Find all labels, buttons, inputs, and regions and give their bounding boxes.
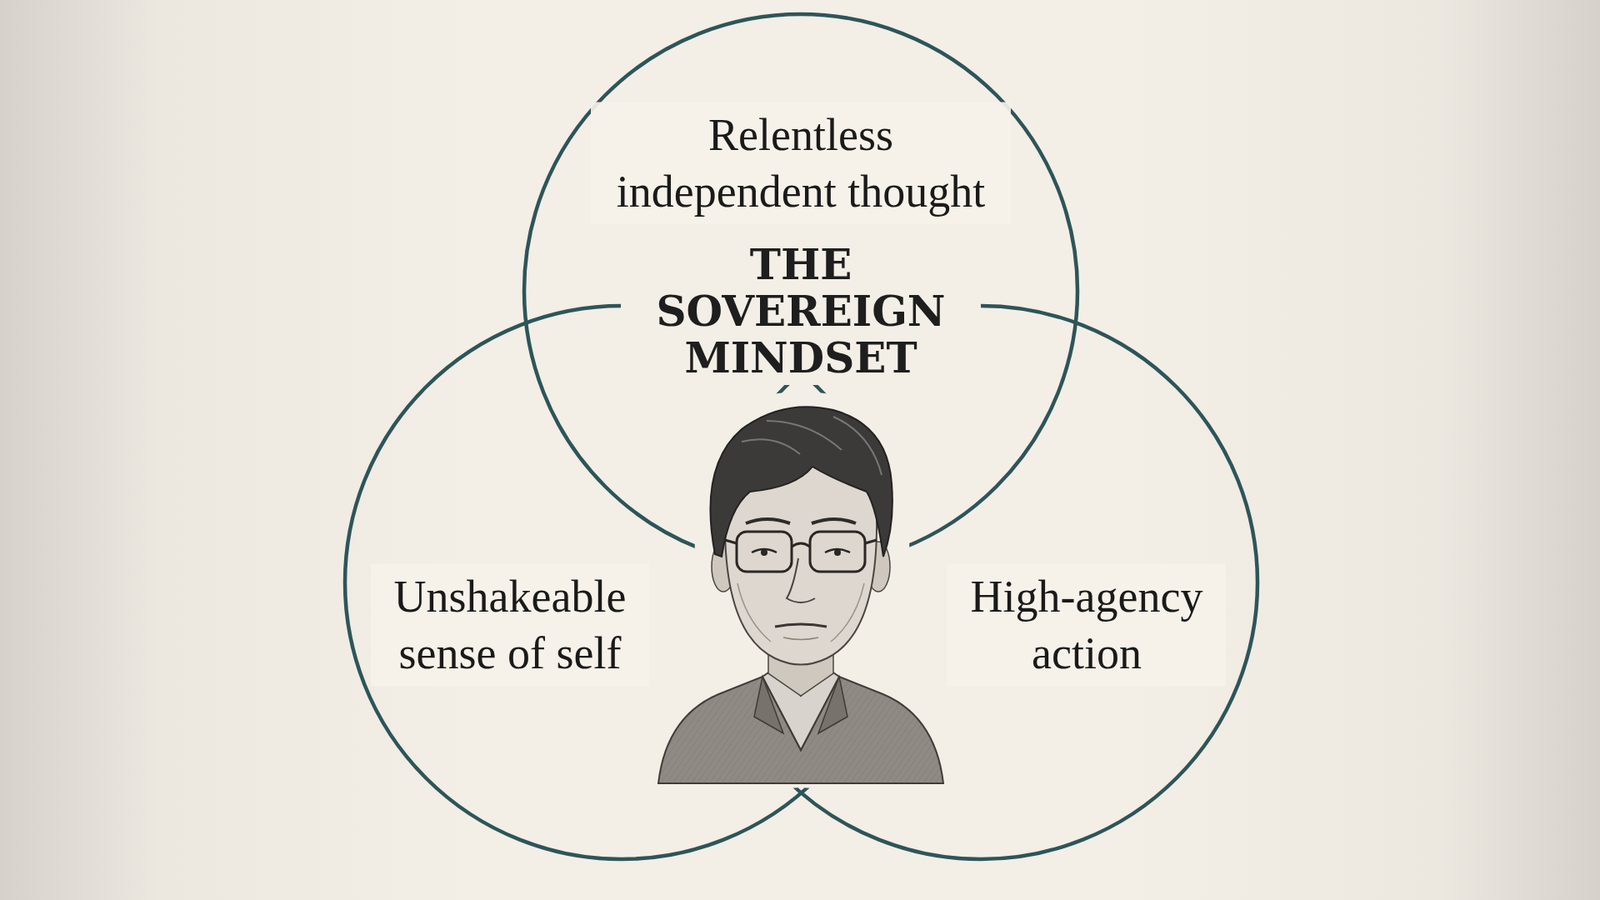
circle-stroke bbox=[704, 305, 1258, 860]
diagram-title: THE SOVEREIGN MINDSET bbox=[620, 238, 981, 385]
venn-circle: Unshakeable sense of self bbox=[342, 303, 901, 862]
circle-stroke bbox=[345, 305, 899, 860]
venn-circle: High-agency action bbox=[701, 303, 1260, 862]
circle-stroke bbox=[524, 14, 1078, 568]
circle-label: High-agency action bbox=[947, 564, 1226, 687]
circle-label: Unshakeable sense of self bbox=[370, 564, 650, 687]
circle-label: Relentless independent thought bbox=[590, 102, 1011, 225]
